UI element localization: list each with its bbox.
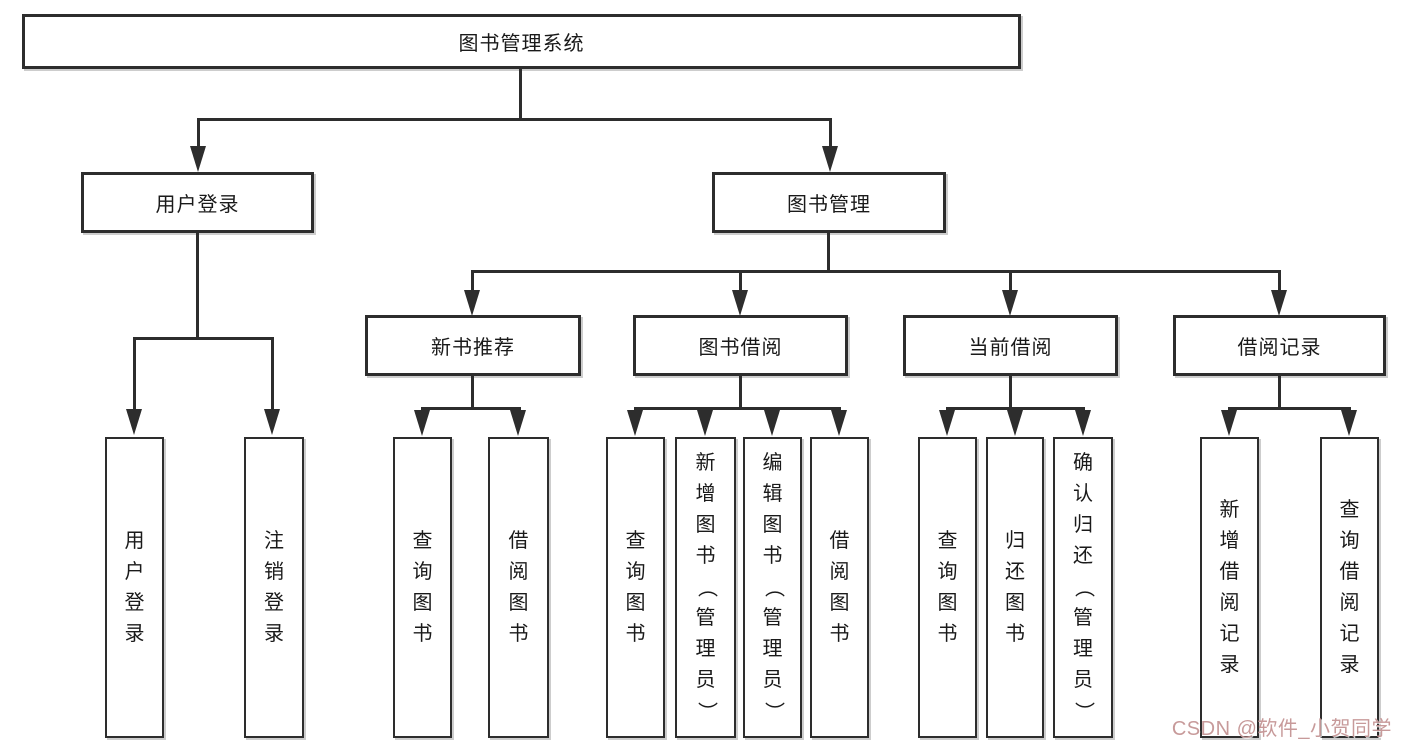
leaf-label: 查询图书 [937, 529, 958, 645]
leaf-user-login: 用户登录 [105, 437, 164, 738]
leaf-label: 借阅图书 [508, 529, 529, 645]
connector-line [471, 376, 474, 407]
leaf-query-book-recommend: 查询图书 [393, 437, 452, 738]
arrow-down-icon [1221, 410, 1237, 436]
leaf-logout: 注销登录 [244, 437, 304, 738]
arrow-down-icon [190, 146, 206, 172]
connector-line [946, 407, 1085, 410]
connector-line [829, 121, 832, 147]
node-new-book-recommend: 新书推荐 [365, 315, 581, 376]
connector-line [271, 340, 274, 409]
connector-line [133, 340, 136, 409]
arrow-down-icon [1075, 410, 1091, 436]
connector-line [827, 233, 830, 270]
node-label: 新书推荐 [431, 337, 515, 359]
connector-line [197, 118, 832, 121]
node-label: 图书管理 [787, 194, 871, 216]
connector-line [421, 407, 521, 410]
leaf-label: 新增借阅记录 [1219, 498, 1240, 676]
arrow-down-icon [1341, 410, 1357, 436]
connector-line [471, 270, 1281, 273]
leaf-label: 查询借阅记录 [1339, 498, 1360, 676]
leaf-label: 借阅图书 [829, 529, 850, 645]
connector-line [634, 407, 841, 410]
connector-line [196, 233, 199, 337]
node-book-borrowing: 图书借阅 [633, 315, 848, 376]
arrow-down-icon [764, 410, 780, 436]
node-label: 图书借阅 [698, 337, 783, 359]
connector-line [133, 337, 274, 340]
node-library-management-system: 图书管理系统 [22, 14, 1021, 69]
connector-line [739, 376, 742, 407]
node-label: 用户登录 [155, 194, 240, 216]
connector-line [1009, 376, 1012, 407]
leaf-edit-book-admin: 编辑图书（管理员） [743, 437, 802, 738]
leaf-borrow-book-recommend: 借阅图书 [488, 437, 549, 738]
arrow-down-icon [126, 409, 142, 435]
leaf-label: 查询图书 [412, 529, 433, 645]
connector-line [1278, 376, 1281, 407]
connector-line [197, 121, 200, 147]
arrow-down-icon [822, 146, 838, 172]
arrow-down-icon [831, 410, 847, 436]
node-user-login: 用户登录 [81, 172, 314, 233]
connector-line [739, 273, 742, 290]
leaf-label: 确认归还（管理员） [1072, 452, 1095, 722]
node-label: 当前借阅 [968, 337, 1053, 359]
leaf-add-book-admin: 新增图书（管理员） [675, 437, 736, 738]
connector-line [1228, 407, 1351, 410]
arrow-down-icon [732, 290, 748, 316]
leaf-label: 注销登录 [264, 529, 284, 645]
arrow-down-icon [627, 410, 643, 436]
leaf-add-borrow-record: 新增借阅记录 [1200, 437, 1259, 738]
arrow-down-icon [697, 410, 713, 436]
leaf-query-borrow-record: 查询借阅记录 [1320, 437, 1379, 738]
leaf-label: 新增图书（管理员） [695, 452, 717, 722]
leaf-return-book: 归还图书 [986, 437, 1044, 738]
arrow-down-icon [939, 410, 955, 436]
leaf-query-book-current: 查询图书 [918, 437, 977, 738]
leaf-label: 编辑图书（管理员） [762, 452, 784, 722]
leaf-confirm-return-admin: 确认归还（管理员） [1053, 437, 1113, 738]
connector-line [1278, 273, 1281, 290]
leaf-label: 归还图书 [1005, 529, 1025, 645]
node-book-management: 图书管理 [712, 172, 946, 233]
arrow-down-icon [264, 409, 280, 435]
leaf-label: 用户登录 [124, 529, 145, 645]
arrow-down-icon [414, 410, 430, 436]
leaf-borrow-book: 借阅图书 [810, 437, 869, 738]
node-current-borrowing: 当前借阅 [903, 315, 1118, 376]
arrow-down-icon [510, 410, 526, 436]
leaf-query-book-borrowing: 查询图书 [606, 437, 665, 738]
arrow-down-icon [1007, 410, 1023, 436]
watermark: CSDN @软件_小贺同学 [1171, 718, 1392, 740]
leaf-label: 查询图书 [625, 529, 646, 645]
connector-line [519, 69, 522, 118]
node-label: 图书管理系统 [458, 33, 585, 55]
arrow-down-icon [1271, 290, 1287, 316]
arrow-down-icon [464, 290, 480, 316]
node-label: 借阅记录 [1237, 337, 1322, 359]
connector-line [471, 273, 474, 290]
node-borrowing-records: 借阅记录 [1173, 315, 1386, 376]
connector-line [1009, 273, 1012, 290]
arrow-down-icon [1002, 290, 1018, 316]
